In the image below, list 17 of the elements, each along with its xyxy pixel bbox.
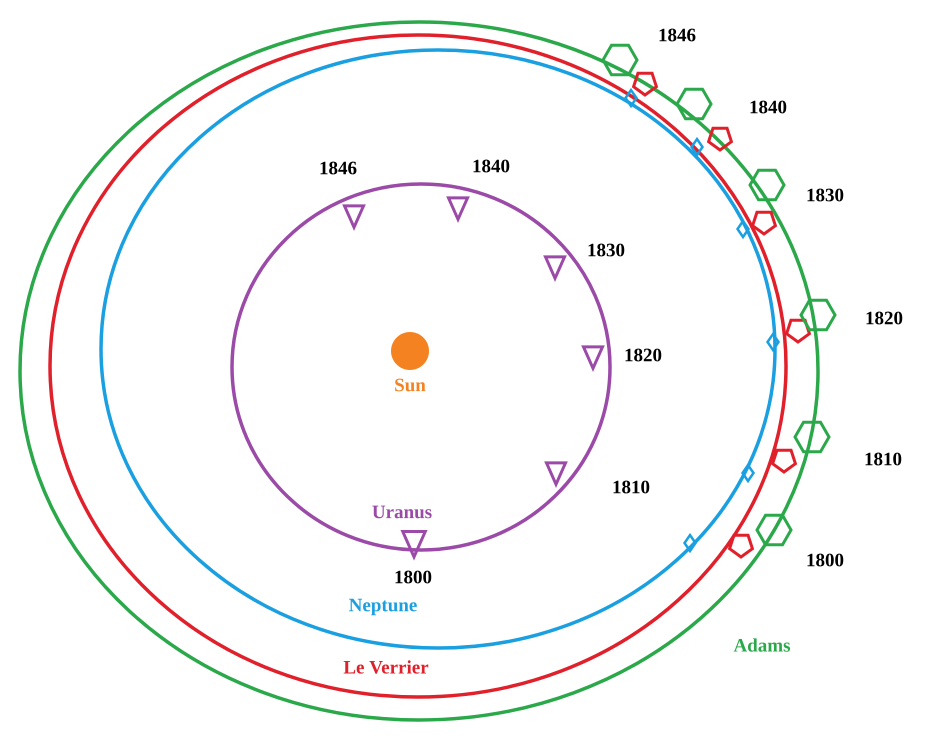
orbit-label: Adams: [734, 638, 790, 652]
year-label: 1830: [808, 188, 844, 202]
year-label: 1800: [396, 570, 432, 584]
orbit-label: Neptune: [349, 598, 417, 616]
year-label: 1820: [866, 312, 902, 324]
year-label: 1840: [750, 100, 786, 114]
year-label: 1846: [320, 162, 356, 174]
year-label: 1820: [626, 348, 662, 362]
year-label: 1810: [866, 452, 902, 466]
year-label: 1810: [614, 480, 650, 494]
year-label: 1846: [660, 28, 696, 42]
year-label: 1800: [808, 554, 844, 566]
year-label: 1840: [474, 160, 510, 172]
orbit-label: Le Verrier: [344, 660, 428, 674]
orbit-label: Uranus: [372, 506, 432, 518]
orbit-label: Sun: [395, 378, 426, 392]
year-label: 1830: [588, 244, 624, 256]
